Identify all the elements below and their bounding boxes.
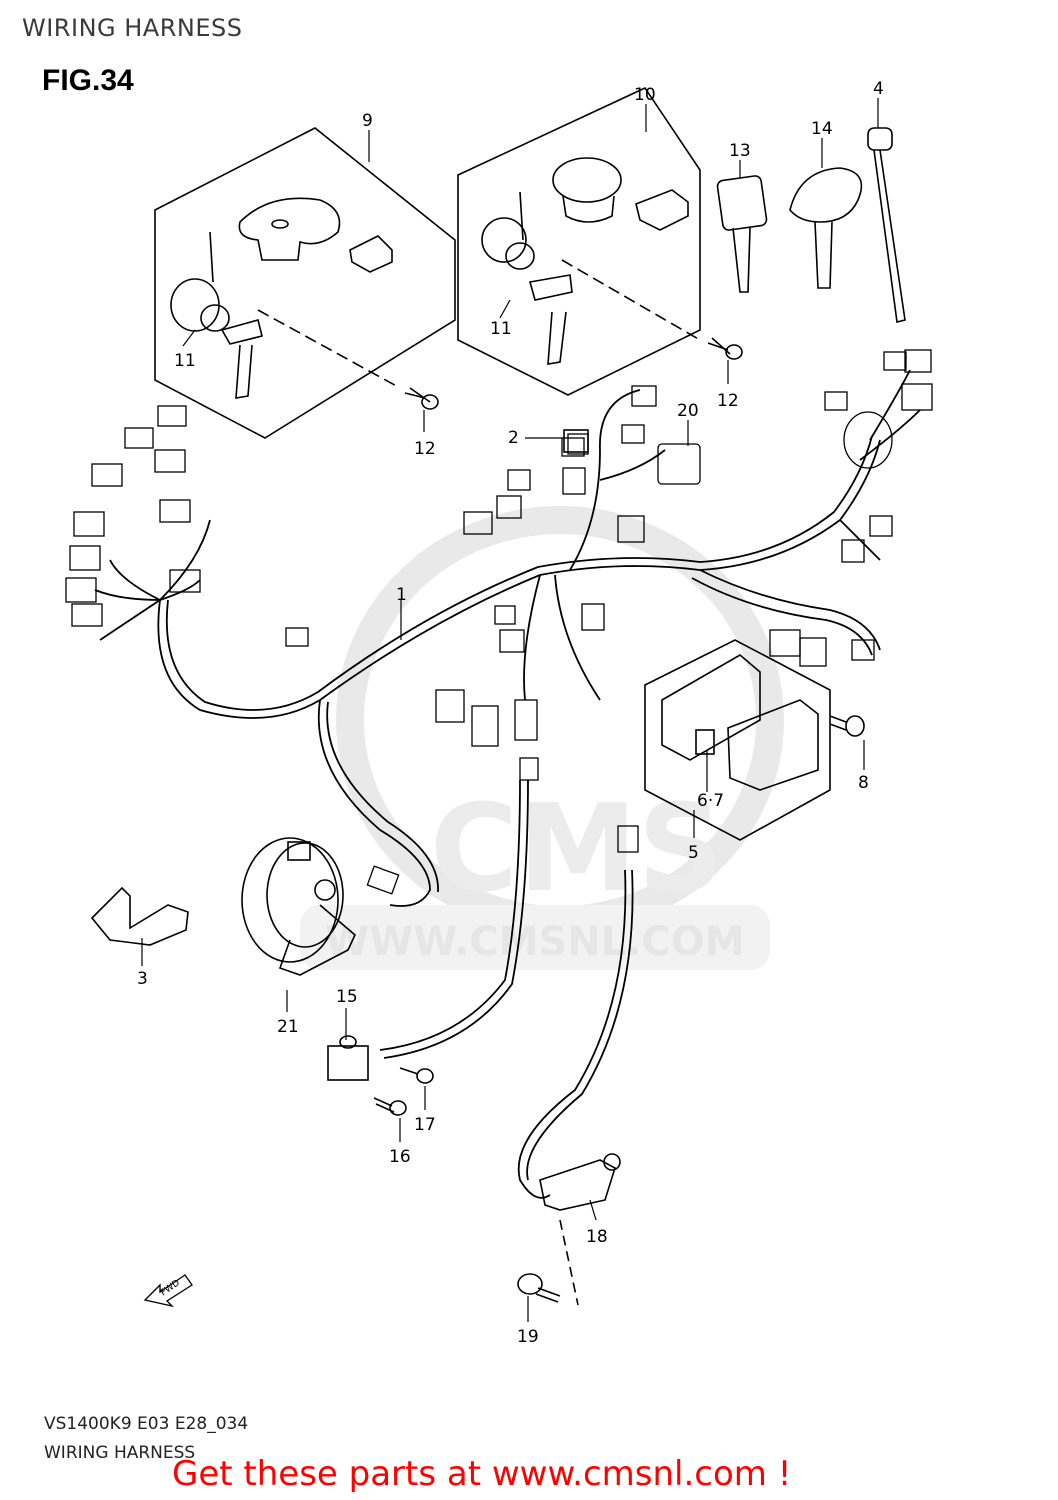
- footer-code: VS1400K9 E03 E28_034: [44, 1414, 249, 1434]
- callout-11: 11: [490, 319, 512, 339]
- callout-19: 19: [517, 1327, 539, 1347]
- key-blank-icon: [716, 175, 768, 293]
- screw-icon: [373, 1097, 407, 1116]
- callout-12: 12: [414, 439, 436, 459]
- cta-link[interactable]: Get these parts at www.cmsnl.com !: [172, 1454, 792, 1494]
- callout-14: 14: [811, 119, 833, 139]
- leader-line: [561, 259, 701, 341]
- callout-6-7: 6·7: [697, 791, 724, 811]
- screw-icon: [399, 1067, 434, 1084]
- watermark: CMS WWW.CMSNL.COM: [300, 506, 784, 970]
- callout-3: 3: [137, 969, 148, 989]
- switch-icon: [327, 1035, 369, 1081]
- screw-icon: [829, 715, 865, 737]
- callout-16: 16: [389, 1147, 411, 1167]
- callout-10: 10: [634, 85, 656, 105]
- horn-icon: [241, 837, 356, 976]
- key-icon: [789, 167, 863, 289]
- watermark-url: WWW.CMSNL.COM: [325, 919, 745, 965]
- callout-2: 2: [508, 428, 519, 448]
- cap-2-icon: [635, 189, 689, 231]
- leader-line: [559, 1219, 579, 1306]
- callout-17: 17: [414, 1115, 436, 1135]
- regulator-icon: [661, 654, 819, 791]
- callout-4: 4: [873, 79, 884, 99]
- callout-12: 12: [717, 391, 739, 411]
- cable-tie-icon: [867, 127, 906, 323]
- callout-9: 9: [362, 111, 373, 131]
- part-box-9: [154, 127, 456, 439]
- connectors: [65, 349, 933, 895]
- figure-label: FIG.34: [42, 64, 134, 97]
- callout-21: 21: [277, 1017, 299, 1037]
- ignition-switch-icon: [170, 231, 263, 399]
- bracket-icon: [90, 886, 189, 946]
- fwd-label: FWD: [159, 1278, 182, 1298]
- callout-leaders: [141, 98, 879, 1322]
- ignition-switch-2-icon: [481, 191, 573, 365]
- callout-13: 13: [729, 141, 751, 161]
- footer-title: WIRING HARNESS: [44, 1443, 196, 1463]
- bolt-icon: [517, 1273, 561, 1303]
- callout-11: 11: [174, 351, 196, 371]
- cap-icon: [349, 235, 393, 273]
- fwd-arrow-icon: [143, 1274, 193, 1308]
- callout-numbers: 1 2 3 4 5 6·7 8 9 10 11 11 12 12 13 14 1…: [137, 79, 884, 1347]
- callout-1: 1: [396, 585, 407, 605]
- watermark-brand: CMS: [430, 780, 724, 919]
- page-header-title: WIRING HARNESS: [22, 14, 243, 42]
- part-box-5: [644, 639, 831, 841]
- main-harness: [94, 369, 921, 1199]
- callout-8: 8: [858, 773, 869, 793]
- callout-20: 20: [677, 401, 699, 421]
- sensor-icon: [539, 1153, 621, 1211]
- leader-line: [257, 309, 401, 389]
- lock-cover-icon: [552, 157, 622, 223]
- relay-icon: [563, 429, 589, 453]
- callout-18: 18: [586, 1227, 608, 1247]
- switch-cover-icon: [238, 197, 341, 261]
- callout-5: 5: [688, 843, 699, 863]
- part-box-10: [457, 86, 701, 396]
- screw-icon: [404, 387, 439, 410]
- callout-15: 15: [336, 987, 358, 1007]
- screw-icon: [707, 337, 743, 360]
